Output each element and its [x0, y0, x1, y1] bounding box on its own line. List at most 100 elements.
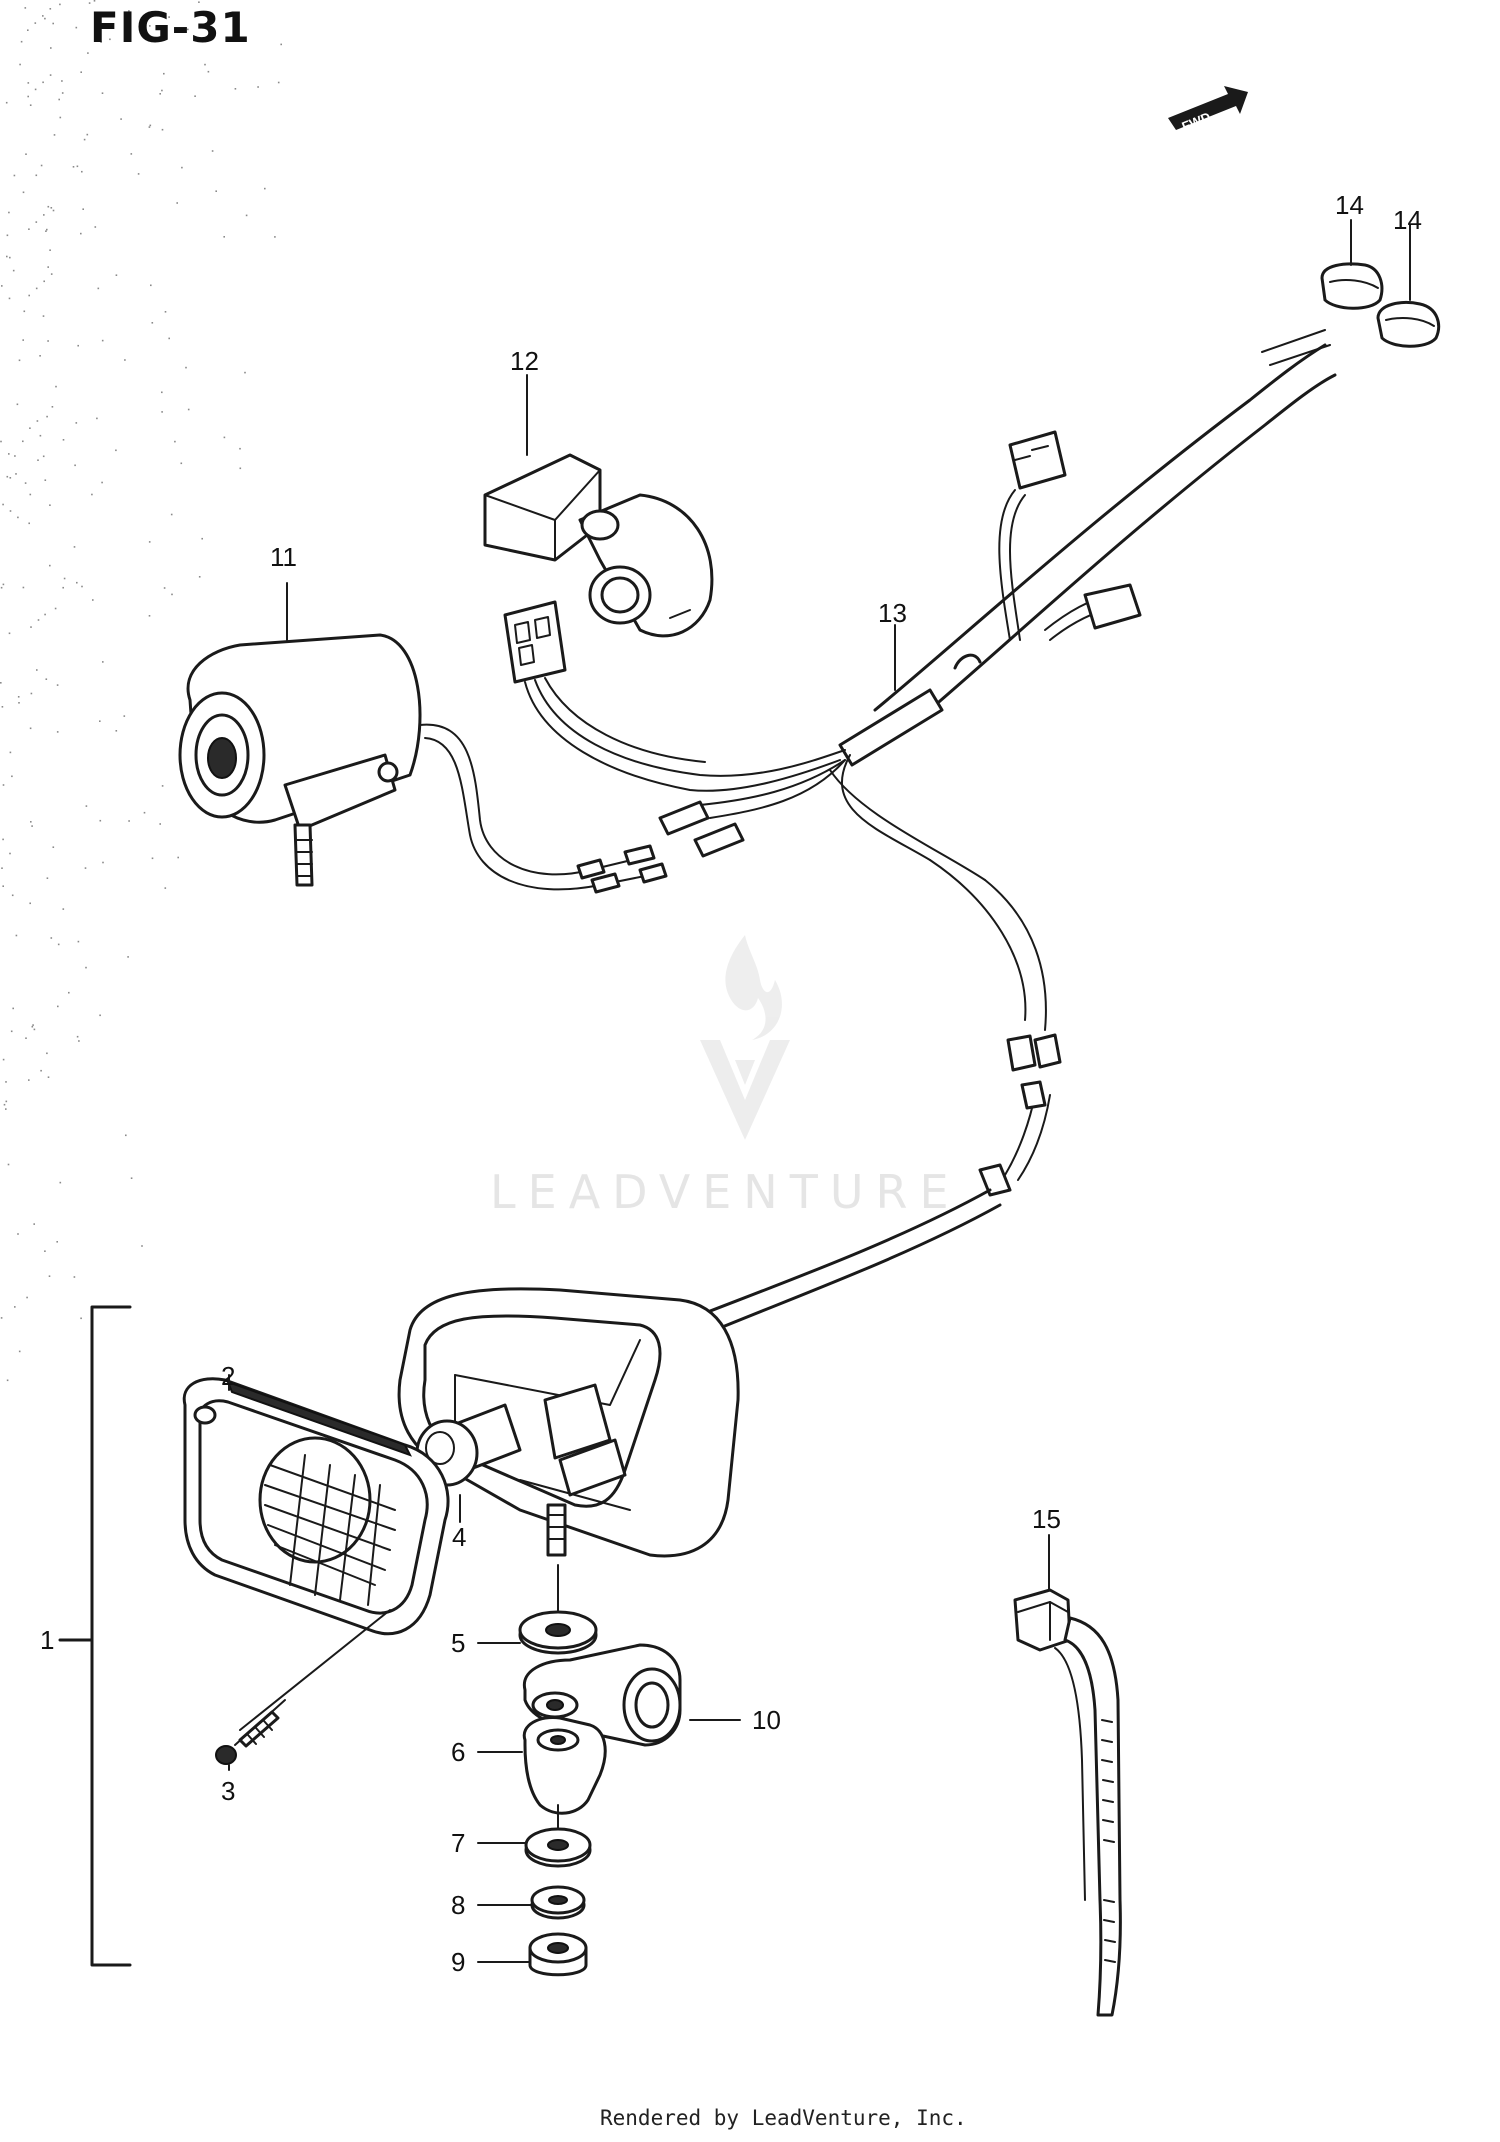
scan-speck — [80, 71, 82, 73]
scan-speck — [85, 805, 88, 807]
scan-speck — [92, 599, 94, 601]
scan-speck — [18, 1350, 21, 1353]
scan-speck — [59, 116, 62, 119]
scan-speck — [91, 493, 93, 496]
callout-1: 1 — [40, 1625, 54, 1655]
part-7-washer[interactable] — [524, 1827, 592, 1868]
scan-speck — [2, 784, 5, 786]
scan-speck — [8, 297, 11, 300]
scan-speck — [63, 577, 66, 580]
scan-speck — [88, 2, 91, 4]
part-14-cap-right[interactable] — [1376, 301, 1441, 348]
scan-speck — [30, 626, 32, 628]
scan-speck — [159, 13, 161, 15]
scan-speck — [17, 696, 20, 698]
scan-speck — [102, 861, 104, 864]
scan-speck — [9, 477, 12, 479]
scan-speck — [115, 274, 118, 276]
scan-speck — [97, 287, 100, 290]
callout-15: 15 — [1032, 1504, 1061, 1534]
scan-speck — [86, 133, 89, 136]
scan-speck — [5, 101, 8, 104]
part-8-lock-washer[interactable] — [530, 1885, 586, 1920]
scan-speck — [239, 447, 241, 450]
scan-speck — [8, 211, 10, 214]
part-9-nut[interactable] — [528, 1932, 588, 1977]
scan-speck — [1, 867, 3, 869]
scan-noise-dots — [0, 0, 282, 1382]
scan-speck — [125, 1134, 127, 1137]
scan-speck — [9, 852, 11, 855]
scan-speck — [22, 339, 24, 341]
scan-speck — [50, 207, 53, 209]
scan-speck — [32, 1024, 34, 1026]
scan-speck — [8, 453, 10, 455]
scan-speck — [198, 576, 201, 578]
callout-8: 8 — [451, 1890, 465, 1920]
scan-speck — [49, 504, 51, 506]
scan-speck — [0, 1317, 3, 1319]
scan-speck — [5, 1100, 8, 1103]
scan-speck — [25, 153, 27, 155]
scan-speck — [30, 821, 32, 823]
scan-speck — [85, 966, 87, 969]
scan-speck — [99, 720, 101, 722]
scan-speck — [51, 406, 54, 408]
scan-speck — [58, 98, 60, 101]
scan-speck — [43, 280, 45, 283]
scan-speck — [24, 482, 27, 484]
scan-speck — [27, 95, 29, 98]
scan-speck — [180, 462, 183, 465]
scan-speck — [6, 475, 9, 478]
leader-lines — [228, 219, 1411, 1963]
scan-speck — [54, 607, 57, 610]
scan-speck — [62, 908, 65, 910]
wiring-harness-part-13[interactable] — [658, 329, 1337, 1332]
scan-speck — [57, 1005, 59, 1008]
scan-speck — [44, 17, 46, 20]
part-6-bracket[interactable] — [522, 1715, 607, 1815]
scan-speck — [35, 221, 38, 223]
scan-speck — [42, 455, 45, 458]
tail-light-housing[interactable] — [397, 1287, 740, 1558]
scan-speck — [211, 150, 214, 152]
scan-speck — [99, 1014, 101, 1017]
scan-speck — [68, 991, 70, 994]
part-15-connector-strap[interactable] — [1013, 1588, 1122, 2017]
part-12-switch[interactable] — [483, 453, 846, 792]
scan-speck — [40, 164, 43, 167]
callout-10: 10 — [752, 1705, 781, 1735]
scan-speck — [62, 439, 65, 441]
scan-speck — [48, 1275, 51, 1277]
scan-speck — [18, 702, 20, 704]
scan-speck — [127, 956, 129, 958]
scan-speck — [101, 339, 104, 342]
part-2-lens[interactable] — [182, 1377, 450, 1636]
scan-speck — [9, 256, 11, 259]
scan-speck — [5, 1081, 7, 1083]
scan-speck — [81, 585, 83, 588]
scan-speck — [37, 459, 39, 461]
scan-speck — [194, 95, 196, 97]
scan-speck — [76, 165, 79, 168]
part-5-washer[interactable] — [518, 1610, 598, 1655]
scan-speck — [148, 615, 151, 617]
part-3-screw[interactable] — [215, 1609, 391, 1765]
scan-speck — [39, 355, 41, 357]
footer-credit: Rendered by LeadVenture, Inc. — [600, 2106, 967, 2130]
scan-speck — [78, 1040, 80, 1042]
scan-speck — [45, 230, 47, 232]
scan-speck — [124, 359, 126, 361]
leadventure-watermark: LEADVENTURE — [490, 935, 949, 1219]
scan-speck — [115, 449, 117, 452]
scan-speck — [44, 479, 47, 481]
scan-speck — [151, 857, 154, 860]
scan-speck — [49, 564, 51, 567]
scan-speck — [93, 0, 96, 2]
scan-speck — [25, 1037, 27, 1039]
part-14-cap-left[interactable] — [1320, 262, 1384, 310]
scan-speck — [10, 1030, 13, 1033]
scan-speck — [62, 586, 64, 589]
scan-speck — [22, 586, 25, 589]
part-11-horn[interactable] — [178, 633, 668, 894]
